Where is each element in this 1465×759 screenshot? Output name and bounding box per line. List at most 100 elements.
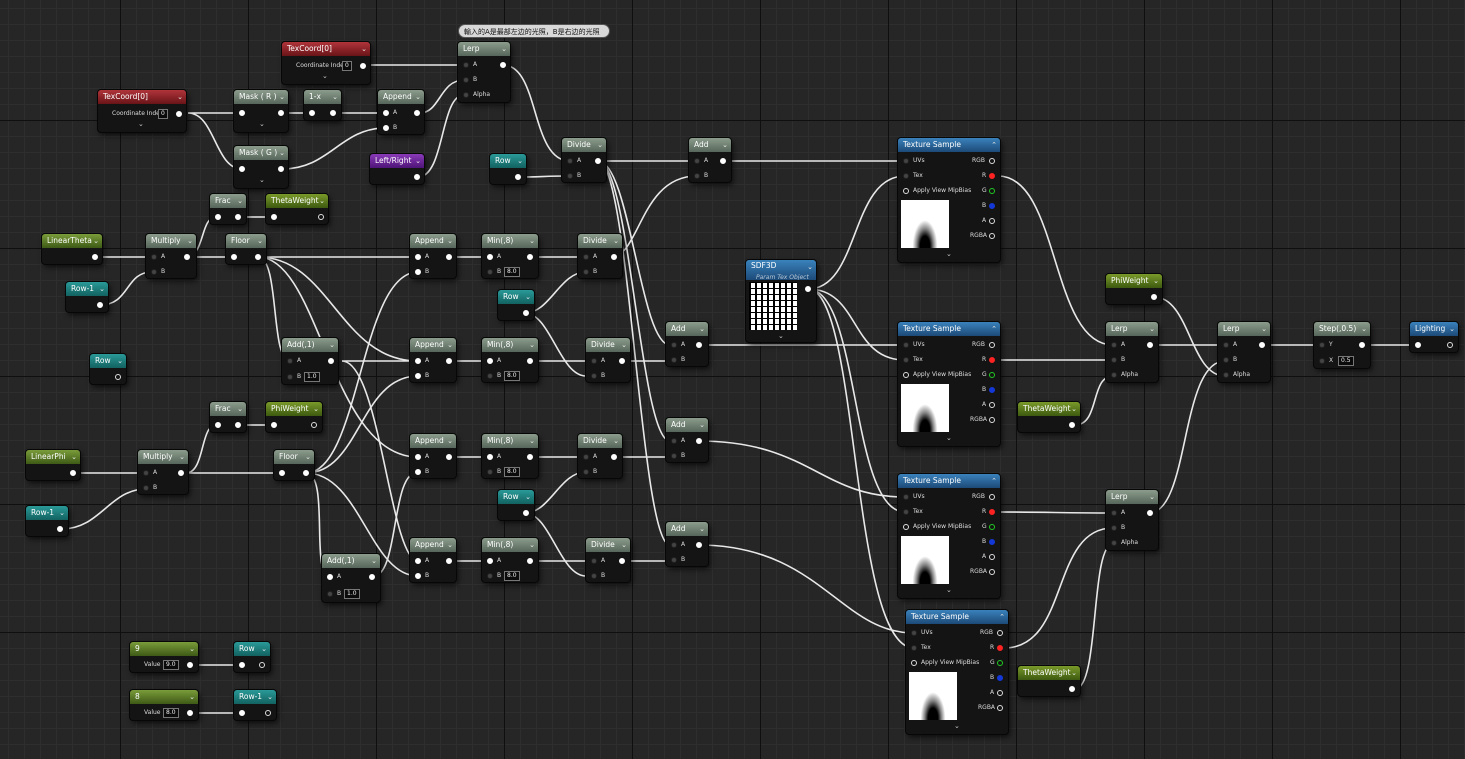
texture-sample-node[interactable]: Texture Sample⌃ UVs Tex Apply View MipBi… (898, 474, 1000, 598)
output-pin[interactable] (278, 166, 284, 172)
add-one-node[interactable]: Add(,1)⌄ A B 1.0 (322, 554, 380, 602)
mask-g-node[interactable]: Mask ( G )⌄ ⌄ (234, 146, 288, 188)
input-pin[interactable] (487, 558, 493, 564)
input-pin[interactable] (151, 269, 157, 275)
input-pin[interactable] (383, 125, 389, 131)
chevron-down-icon[interactable]: ⌄ (1071, 669, 1077, 677)
output-pin[interactable] (255, 254, 261, 260)
chevron-down-icon[interactable]: ⌄ (415, 157, 421, 165)
add-node[interactable]: Add⌄ A B (666, 322, 708, 366)
output-pin[interactable] (178, 470, 184, 476)
expand-chevron-icon[interactable]: ⌄ (259, 176, 265, 184)
coordinate-index-field[interactable]: 0 (158, 109, 168, 119)
input-pin[interactable] (487, 373, 493, 379)
output-pin[interactable] (187, 662, 193, 668)
g-output-pin[interactable] (989, 524, 995, 530)
min-node[interactable]: Min(,8)⌄ A B 8.0 (482, 434, 538, 478)
chevron-down-icon[interactable]: ⌄ (529, 541, 535, 549)
input-pin[interactable] (1111, 357, 1117, 363)
output-pin[interactable] (303, 470, 309, 476)
output-pin[interactable] (369, 574, 375, 580)
row-param-node[interactable]: Row⌄ (498, 490, 534, 520)
input-pin[interactable] (567, 158, 573, 164)
node-header[interactable]: Left/Right⌄ (370, 154, 424, 168)
input-pin[interactable] (567, 173, 573, 179)
output-pin[interactable] (1151, 294, 1157, 300)
divide-node[interactable]: Divide⌄ A B (586, 538, 630, 582)
one-minus-node[interactable]: 1-x⌄ (304, 90, 341, 120)
mipbias-input-pin[interactable] (903, 524, 909, 530)
b-value-field[interactable]: 8.0 (504, 371, 520, 381)
input-pin[interactable] (487, 573, 493, 579)
output-pin[interactable] (235, 214, 241, 220)
expand-chevron-icon[interactable]: ⌄ (778, 332, 784, 340)
input-pin[interactable] (415, 358, 421, 364)
output-pin[interactable] (523, 510, 529, 516)
input-pin[interactable] (463, 77, 469, 83)
theta-weight-output-node[interactable]: ThetaWeight⌄ (266, 194, 328, 224)
b-value-field[interactable]: 1.0 (344, 589, 360, 599)
input-pin[interactable] (1223, 357, 1229, 363)
chevron-down-icon[interactable]: ⌄ (1449, 325, 1455, 333)
b-value-field[interactable]: 8.0 (504, 467, 520, 477)
divide-node[interactable]: Divide⌄ A B (578, 434, 622, 478)
rgb-output-pin[interactable] (989, 342, 995, 348)
input-pin[interactable] (591, 373, 597, 379)
b-output-pin[interactable] (989, 539, 995, 545)
texture-sample-node[interactable]: Texture Sample⌃ UVs Tex Apply View MipBi… (906, 610, 1008, 734)
output-pin[interactable] (1147, 342, 1153, 348)
output-pin[interactable] (235, 422, 241, 428)
tex-input-pin[interactable] (903, 173, 909, 179)
mask-r-node[interactable]: Mask ( R )⌄ ⌄ (234, 90, 288, 132)
chevron-down-icon[interactable]: ⌄ (179, 453, 185, 461)
input-pin[interactable] (271, 214, 277, 220)
add-one-node[interactable]: Add(,1)⌄ A B 1.0 (282, 338, 338, 384)
chevron-down-icon[interactable]: ⌄ (313, 405, 319, 413)
node-header[interactable]: Min(,8)⌄ (482, 538, 538, 552)
constant-node[interactable]: 9⌄ Value 9.0 (130, 642, 198, 672)
r-output-pin[interactable] (997, 645, 1003, 651)
r-output-pin[interactable] (989, 173, 995, 179)
node-header[interactable]: Mask ( G )⌄ (234, 146, 288, 160)
rgba-output-pin[interactable] (997, 705, 1003, 711)
chevron-down-icon[interactable]: ⌄ (93, 237, 99, 245)
chevron-down-icon[interactable]: ⌄ (1149, 493, 1155, 501)
g-output-pin[interactable] (989, 188, 995, 194)
node-header[interactable]: Min(,8)⌄ (482, 434, 538, 448)
g-output-pin[interactable] (997, 660, 1003, 666)
output-pin[interactable] (259, 662, 265, 668)
chevron-down-icon[interactable]: ⌄ (699, 325, 705, 333)
input-pin[interactable] (239, 662, 245, 668)
linear-theta-param-node[interactable]: LinearTheta⌄ (42, 234, 102, 264)
chevron-down-icon[interactable]: ⌄ (71, 453, 77, 461)
constant-node[interactable]: 8⌄ Value 8.0 (130, 690, 198, 720)
linear-phi-param-node[interactable]: LinearPhi⌄ (26, 450, 80, 480)
input-pin[interactable] (487, 469, 493, 475)
chevron-down-icon[interactable]: ⌄ (722, 141, 728, 149)
input-pin[interactable] (694, 173, 700, 179)
input-pin[interactable] (1111, 342, 1117, 348)
chevron-down-icon[interactable]: ⌄ (361, 45, 367, 53)
output-pin[interactable] (595, 158, 601, 164)
chevron-down-icon[interactable]: ⌄ (261, 645, 267, 653)
theta-weight-param-node[interactable]: ThetaWeight⌄ (1018, 402, 1080, 432)
divide-node[interactable]: Divide⌄ A B (586, 338, 630, 382)
input-pin[interactable] (671, 557, 677, 563)
append-node[interactable]: Append⌄ A B (410, 234, 456, 278)
append-node[interactable]: Append⌄ A B (410, 434, 456, 478)
texcoord-node[interactable]: TexCoord[0]⌄ Coordinate Index 0 ⌄ (282, 42, 370, 84)
min-node[interactable]: Min(,8)⌄ A B 8.0 (482, 338, 538, 382)
input-pin[interactable] (239, 110, 245, 116)
node-header[interactable]: PhiWeight⌄ (1106, 274, 1162, 288)
chevron-down-icon[interactable]: ⌄ (267, 693, 273, 701)
rgb-output-pin[interactable] (989, 158, 995, 164)
append-node[interactable]: Append⌄ A B (410, 538, 456, 582)
chevron-down-icon[interactable]: ⌄ (279, 149, 285, 157)
expand-chevron-icon[interactable]: ⌄ (138, 120, 144, 128)
node-header[interactable]: Append⌄ (410, 234, 456, 248)
chevron-down-icon[interactable]: ⌄ (699, 421, 705, 429)
rgba-output-pin[interactable] (989, 569, 995, 575)
chevron-down-icon[interactable]: ⌄ (525, 493, 531, 501)
node-header[interactable]: Multiply⌄ (146, 234, 196, 248)
node-header[interactable]: Min(,8)⌄ (482, 234, 538, 248)
